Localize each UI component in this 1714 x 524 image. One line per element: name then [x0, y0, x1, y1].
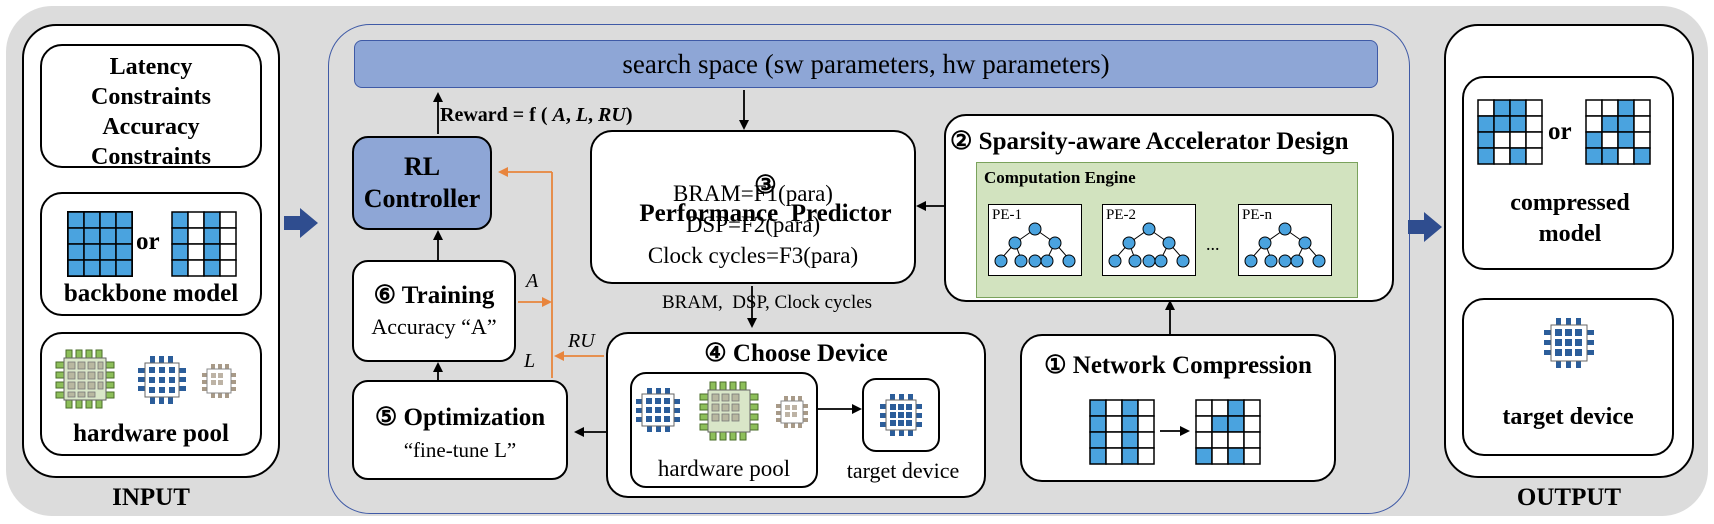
pe-box: PE-2 — [1102, 204, 1196, 276]
pe-box: PE-1 — [988, 204, 1082, 276]
optimization-number: ⑤ — [374, 404, 398, 431]
output-section-label: OUTPUT — [1516, 484, 1622, 511]
choose-device-title-row: ④ Choose Device — [606, 338, 986, 368]
hardware-pool-card: hardware pool — [40, 332, 262, 456]
chip-medium-icon — [138, 356, 186, 404]
choose-device-number: ④ — [704, 340, 727, 367]
accelerator-number: ② — [950, 128, 973, 155]
network-compression-number: ① — [1044, 352, 1067, 379]
search-space-bar: search space (sw parameters, hw paramete… — [354, 40, 1378, 88]
output-flow-arrow — [1408, 212, 1442, 242]
reward-formula: Reward = f ( A, L, RU) — [440, 104, 633, 126]
chip-medium-icon — [636, 388, 680, 432]
backbone-model-card: or backbone model — [40, 192, 262, 316]
or-label: or — [136, 228, 160, 255]
sparse-matrix-icon — [1585, 99, 1651, 165]
chip-small-icon — [776, 396, 808, 428]
pe-tree-icon — [1244, 222, 1326, 268]
select-device-arrow — [818, 404, 862, 414]
training-box: ⑥ Training Accuracy “A” — [352, 260, 516, 362]
predictor-outputs-label: BRAM, DSP, Clock cycles — [662, 292, 873, 313]
arrow-label-ru: RU — [568, 330, 595, 352]
arrow-label-l: L — [524, 350, 536, 372]
sparse-matrix-icon — [1195, 399, 1261, 465]
accelerator-title-row: ② Sparsity-aware Accelerator Design — [950, 126, 1349, 156]
pe-label: PE-n — [1242, 207, 1272, 223]
optimization-box: ⑤ Optimization “fine-tune L” — [352, 380, 568, 480]
chip-large-icon — [699, 381, 759, 441]
dense-matrix-icon — [1089, 399, 1155, 465]
optimization-subtitle: “fine-tune L” — [403, 438, 517, 462]
target-device-card: target device — [1462, 298, 1674, 456]
predictor-formula: BRAM=F1(para) — [673, 181, 833, 206]
rl-controller-box: RL Controller — [352, 136, 492, 230]
pe-ellipsis: ... — [1206, 234, 1220, 254]
or-label: or — [1548, 118, 1572, 145]
constraints-line: Latency — [109, 54, 193, 80]
performance-predictor-box: ③ Performance Predictor BRAM=F1(para) DS… — [590, 130, 916, 284]
arrow-label-a: A — [526, 270, 539, 292]
optimization-title: Optimization — [403, 404, 546, 431]
target-device-label: target device — [1502, 404, 1634, 430]
predictor-formula: DSP=F2(para) — [685, 212, 821, 237]
reward-suffix: ) — [625, 104, 633, 126]
compressed-model-label: compressed model — [1510, 190, 1630, 247]
choose-device-title: Choose Device — [732, 340, 888, 367]
pe-tree-icon — [1108, 222, 1190, 268]
rl-controller-line: RL — [403, 152, 441, 181]
pe-label: PE-2 — [1106, 207, 1136, 223]
network-compression-box — [1020, 334, 1336, 482]
constraints-card: Latency Constraints Accuracy Constraints — [40, 44, 262, 170]
computation-engine-label: Computation Engine — [984, 168, 1136, 187]
reward-a: A — [552, 104, 566, 126]
chip-large-icon — [55, 349, 115, 409]
network-compression-title-row: ① Network Compression — [1020, 350, 1336, 380]
training-number: ⑥ — [373, 282, 396, 309]
chip-medium-icon — [1544, 318, 1594, 368]
predictor-formula: Clock cycles=F3(para) — [647, 243, 859, 268]
hardware-pool-label: hardware pool — [73, 420, 229, 447]
device-pool-label: hardware pool — [657, 456, 791, 481]
constraints-line: Constraints — [90, 84, 211, 110]
reward-l: L — [575, 104, 589, 126]
predictor-number: ③ — [754, 172, 777, 199]
rl-controller-line: Controller — [363, 184, 481, 213]
network-compression-title: Network Compression — [1072, 352, 1312, 379]
predictor-title: Performance Predictor — [639, 200, 892, 227]
input-flow-arrow — [284, 208, 318, 238]
chip-medium-icon — [880, 394, 922, 436]
constraints-line: Constraints — [90, 144, 211, 170]
pe-box: PE-n — [1238, 204, 1332, 276]
pe-tree-icon — [994, 222, 1076, 268]
sparse-matrix-icon — [171, 211, 237, 277]
training-subtitle: Accuracy “A” — [371, 314, 497, 339]
backbone-model-label: backbone model — [63, 280, 239, 307]
sparse-matrix-icon — [1477, 99, 1543, 165]
compressed-model-card: or compressed model — [1462, 76, 1674, 270]
constraints-line: Accuracy — [102, 114, 200, 140]
accelerator-title: Sparsity-aware Accelerator Design — [978, 128, 1349, 155]
pe-label: PE-1 — [992, 207, 1022, 223]
chip-small-icon — [202, 364, 236, 398]
compress-arrow — [1160, 426, 1190, 436]
input-section-label: INPUT — [112, 484, 190, 511]
training-title: Training — [401, 282, 495, 309]
reward-ru: RU — [598, 104, 626, 126]
reward-prefix: Reward = f ( — [440, 104, 548, 126]
dense-matrix-icon — [67, 211, 133, 277]
selected-device-label: target device — [846, 458, 960, 483]
